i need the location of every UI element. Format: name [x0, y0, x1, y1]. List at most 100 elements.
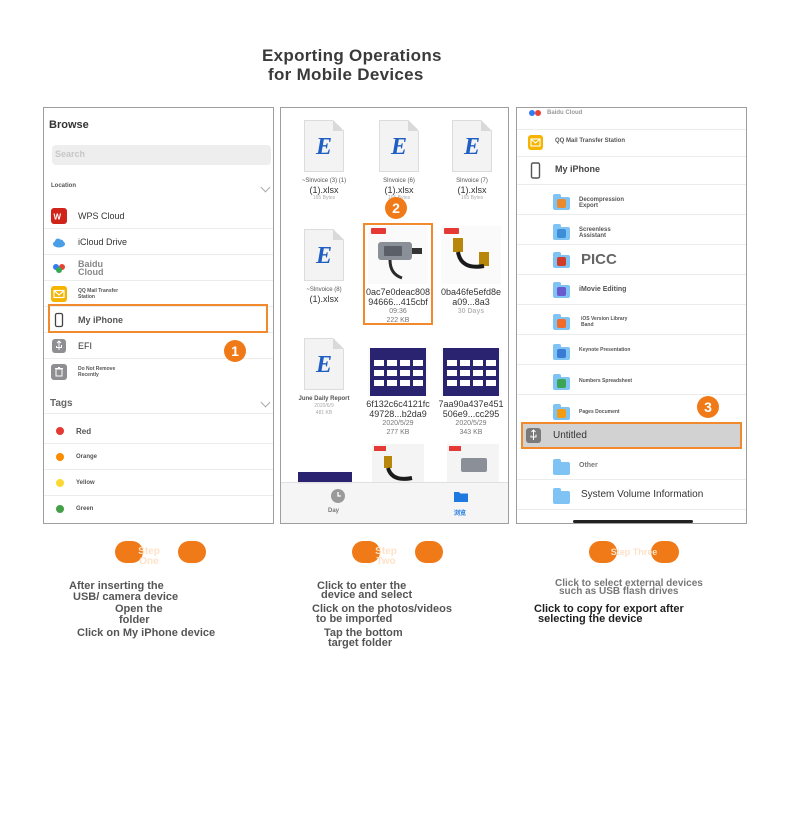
folder-item[interactable]: Decompression Export [517, 185, 746, 215]
tag-item-red[interactable]: Red [44, 418, 273, 444]
folder-label: iOS Version Library Band [581, 316, 628, 328]
iphone-icon [51, 312, 67, 328]
file-item[interactable]: E June Daily Report 2020/6/9 481 KB [288, 338, 360, 417]
home-indicator [573, 520, 693, 523]
xlsx-file-icon: E [304, 338, 344, 390]
location-item-label: Do Not Remove Recently [78, 366, 116, 378]
tag-item-orange[interactable]: Orange [44, 444, 273, 470]
location-item-qq-mail[interactable]: QQ Mail Transfer Station [44, 281, 273, 307]
page-title: Exporting Operations for Mobile Devices [262, 46, 502, 84]
image-size: 343 KB [459, 429, 483, 436]
file-name: ~Slnvoice (8) [306, 287, 342, 293]
clock-icon[interactable] [330, 488, 346, 509]
folder-label: Screenless Assistant [579, 227, 611, 239]
trash-icon [51, 364, 67, 380]
folder-label: PICC [581, 251, 617, 268]
step3-instruction: Click to select external devices [555, 578, 703, 589]
folder-label: iMovie Editing [579, 286, 627, 293]
chevron-down-icon[interactable] [260, 182, 271, 193]
tag-label: Orange [76, 454, 98, 460]
folder-item[interactable]: iOS Version Library Band [517, 305, 746, 335]
svg-text:W: W [54, 213, 62, 222]
file-name: June Daily Report [298, 396, 350, 402]
image-item[interactable]: 0ba46fe5efd8e a09...8a3 30 Days [438, 226, 504, 316]
page-title-line-2: for Mobile Devices [268, 65, 424, 84]
xlsx-file-icon: E [304, 120, 344, 172]
highlight-selected-image [363, 223, 433, 325]
folder-icon [553, 344, 570, 360]
location-item-baidu-cloud[interactable]: Baidu Cloud [44, 255, 273, 281]
browse-heading: Browse [49, 119, 89, 131]
step-two-label: Step Two [375, 546, 397, 567]
file-item[interactable]: E Slnvoice (6) (1).xlsx 165 Bytes [363, 120, 435, 202]
location-item-do-not-remove[interactable]: Do Not Remove Recently [44, 359, 273, 384]
chevron-down-icon[interactable] [260, 397, 271, 408]
folder-item[interactable]: Screenless Assistant [517, 215, 746, 245]
step-one-label: Step One [138, 546, 160, 567]
image-name-line-2: a09...8a3 [452, 297, 490, 307]
step1-instruction: USB/ camera device [73, 591, 179, 603]
device-item-untitled[interactable]: Untitled [521, 422, 742, 449]
folder-label: System Volume Information [581, 489, 704, 500]
location-item-label: My iPhone [555, 164, 601, 174]
folder-label: Numbers Spreadsheet [579, 378, 633, 384]
file-item[interactable]: E Slnvoice (7) (1).xlsx 165 Bytes [436, 120, 508, 202]
image-item[interactable]: 6f132c6c4121fc 49728...b2da9 2020/5/29 2… [365, 348, 431, 437]
folder-item[interactable]: Numbers Spreadsheet [517, 365, 746, 395]
xlsx-file-icon: E [452, 120, 492, 172]
hdmi-cable-thumbnail [441, 226, 501, 284]
location-item-my-iphone[interactable]: My iPhone [517, 157, 746, 185]
file-name: Slnvoice (6) [383, 178, 415, 184]
file-meta: 2020/6/9 [314, 403, 334, 409]
image-item[interactable]: 7aa90a437e451 506e9...cc295 2020/5/29 34… [438, 348, 504, 437]
image-date: 2020/5/29 [455, 420, 487, 427]
step1-instruction: Open the [115, 603, 163, 615]
folder-icon [553, 252, 570, 268]
partial-thumbnail [372, 444, 424, 484]
location-item-qq-mail[interactable]: QQ Mail Transfer Station [517, 130, 746, 157]
folder-item[interactable]: Pages Document [517, 395, 746, 422]
image-date: 09:36 [389, 308, 407, 315]
folder-icon [553, 194, 570, 210]
folder-icon[interactable] [453, 488, 469, 509]
file-meta: 165 Bytes [312, 195, 336, 201]
highlight-my-iphone [48, 304, 268, 333]
folder-item[interactable]: iMovie Editing [517, 275, 746, 305]
step1-instruction: folder [119, 614, 150, 626]
tag-label: Green [76, 506, 94, 512]
file-ext: (1).xlsx [457, 185, 487, 195]
file-item[interactable]: E ~Slnvoice (3) (1) (1).xlsx 165 Bytes [288, 120, 360, 202]
step2-instruction: target folder [328, 637, 393, 649]
folder-item-other[interactable]: Other [517, 451, 746, 480]
tag-color-dot [56, 427, 64, 435]
location-item-wps-cloud[interactable]: W WPS Cloud [44, 203, 273, 229]
browse-panel: Browse Search Location W WPS Cloud iClou… [43, 107, 274, 524]
image-name-line-1: 7aa90a437e451 [438, 399, 504, 409]
tag-item-yellow[interactable]: Yellow [44, 470, 273, 496]
step-one-pill: Step One [115, 541, 207, 567]
step1-instruction: Click on My iPhone device [77, 627, 216, 639]
device-panel: Baidu Cloud QQ Mail Transfer Station My … [516, 107, 747, 524]
file-ext: (1).xlsx [384, 185, 414, 195]
location-item-efi[interactable]: EFI [44, 333, 273, 359]
tab-label-browse: 浏览 [454, 511, 467, 517]
folder-item-system-volume[interactable]: System Volume Information [517, 480, 746, 510]
location-item-icloud-drive[interactable]: iCloud Drive [44, 229, 273, 255]
location-item-baidu-cloud[interactable]: Baidu Cloud [517, 108, 746, 130]
folder-item[interactable]: PICC [517, 245, 746, 275]
location-item-label: Baidu Cloud [547, 110, 583, 116]
image-size: 277 KB [386, 429, 410, 436]
folder-item[interactable]: Keynote Presentation [517, 335, 746, 365]
page-title-line-1: Exporting Operations [262, 46, 442, 65]
image-item-selected[interactable]: 0ac7e0deac808 94666...415cbf 09:36 222 K… [365, 226, 431, 325]
step-badge-3: 3 [697, 396, 719, 418]
device-label: Untitled [553, 430, 587, 441]
file-ext: (1).xlsx [309, 185, 339, 195]
file-item[interactable]: E ~Slnvoice (8) (1).xlsx [288, 229, 360, 304]
image-name-line-1: 0ba46fe5efd8e [440, 287, 502, 297]
tag-item-green[interactable]: Green [44, 496, 273, 522]
step2-instruction: Click to enter the [317, 580, 407, 592]
tags-divider [44, 413, 273, 414]
location-item-label: My iPhone [78, 315, 124, 325]
search-input[interactable]: Search [52, 145, 271, 165]
